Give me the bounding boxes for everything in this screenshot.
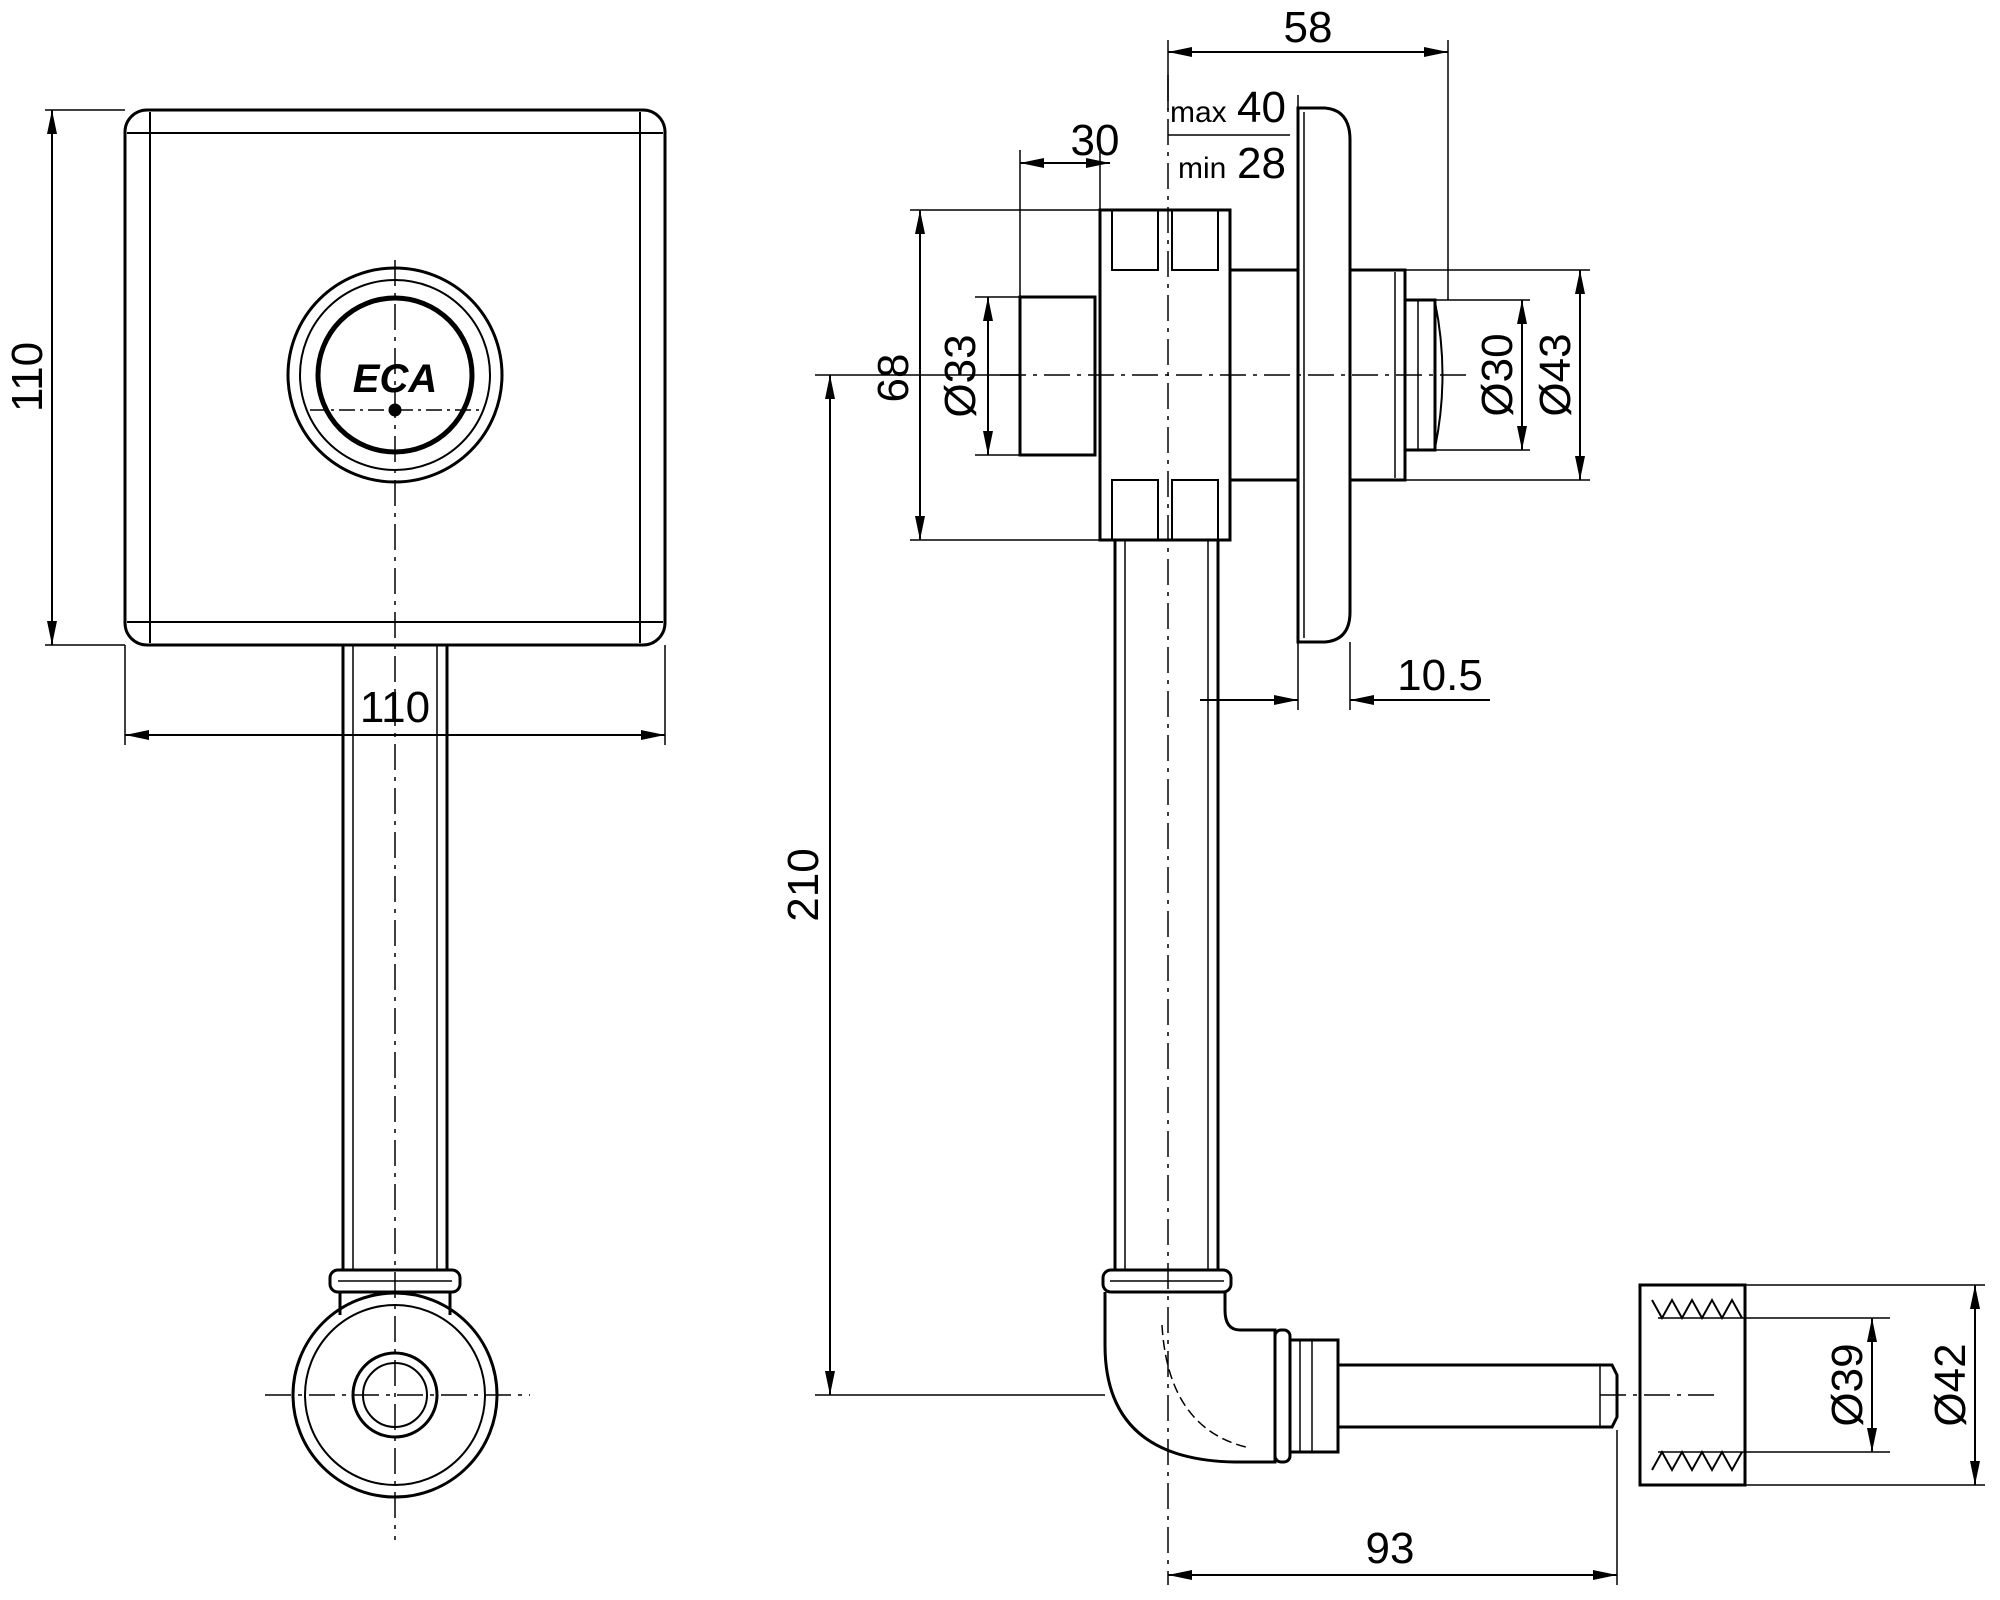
- dim-pipe-length: 210: [779, 848, 828, 921]
- dim-button-diameter: Ø30: [1473, 333, 1522, 416]
- front-view: [123, 108, 667, 1540]
- dim-outlet-inner-diameter: Ø39: [1823, 1343, 1872, 1426]
- cover-plate-profile: [1296, 106, 1352, 644]
- union-nut: [1288, 1338, 1340, 1454]
- dim-front-width: 110: [360, 683, 430, 732]
- dim-adjust-max-prefix: max: [1170, 96, 1227, 129]
- dim-outlet-length: 93: [1366, 1524, 1415, 1573]
- dim-outlet-outer-diameter: Ø42: [1926, 1343, 1975, 1426]
- threaded-connector: [1638, 1283, 1747, 1487]
- dim-adjust-min-value: 28: [1237, 139, 1286, 188]
- dim-overall-depth: 58: [1284, 3, 1333, 52]
- valve-body-hub: [1018, 295, 1097, 457]
- elbow: [1103, 1292, 1277, 1464]
- cover-plate-inner-edge: [127, 112, 663, 643]
- dim-body-depth: 30: [1071, 116, 1120, 165]
- side-pipe-collar: [1101, 1268, 1233, 1294]
- dim-rosette-diameter: Ø43: [1531, 333, 1580, 416]
- dim-body-height: 68: [869, 354, 918, 403]
- dim-adjust-min-prefix: min: [1178, 152, 1226, 185]
- brand-logo: ECA: [353, 357, 437, 401]
- dim-body-diameter: Ø33: [936, 334, 985, 417]
- outlet-pipe: [1338, 1363, 1619, 1429]
- dim-front-height: 110: [3, 342, 52, 412]
- dim-adjust-max-value: 40: [1237, 83, 1286, 132]
- union-ring: [1273, 1328, 1292, 1464]
- side-view: [1000, 75, 1747, 1585]
- push-button-side: [1405, 298, 1437, 452]
- dim-plate-offset: 10.5: [1397, 651, 1483, 700]
